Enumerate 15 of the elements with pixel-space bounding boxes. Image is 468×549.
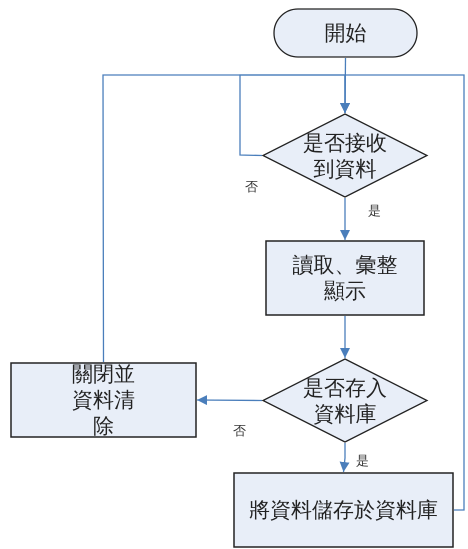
edge-label: 是	[367, 204, 382, 219]
start-terminal: 開始	[273, 8, 418, 58]
process-box: 讀取、彙整顯示	[265, 240, 425, 316]
decision-diamond: 是否存入資料庫	[262, 358, 428, 443]
arrow	[340, 198, 350, 240]
arrow	[340, 316, 350, 358]
arrow	[197, 395, 262, 406]
decision-diamond: 是否接收到資料	[262, 113, 428, 198]
arrow	[340, 443, 350, 472]
edge-label: 否	[232, 424, 247, 439]
process-box: 關閉並資料清除	[10, 362, 197, 438]
arrow	[340, 74, 465, 511]
edge-label: 是	[355, 454, 370, 469]
edge-label: 否	[244, 180, 259, 195]
process-box: 將資料儲存於資料庫	[233, 472, 454, 548]
